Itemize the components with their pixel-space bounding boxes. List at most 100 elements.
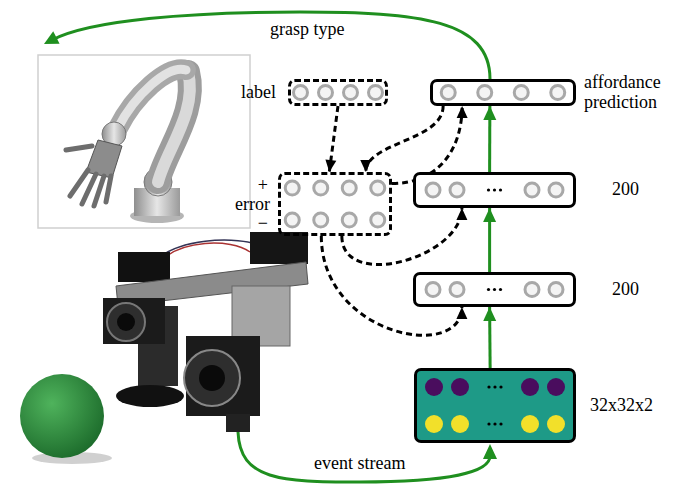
ellipsis-dot [487,188,490,191]
layer-label: − [258,214,268,234]
layer-box: affordance prediction [430,79,576,106]
training-box: +error− [278,172,392,236]
neuron [314,213,328,227]
ellipsis-dot [499,422,502,425]
input-layer: 32x32x2 [414,368,576,443]
ellipsis-dot [493,188,496,191]
connector-line [342,208,462,265]
arrow-head [457,106,468,118]
forward-arrow [483,307,496,368]
arrow-head [483,208,496,222]
robot-upper-arm-shine [158,72,190,182]
camera-body [103,298,165,344]
neuron [549,183,563,197]
layer-label: label [241,83,276,103]
neuron-row [413,172,576,208]
neuron [342,213,356,227]
ellipsis-dot [499,385,502,388]
arrow-head [44,31,60,44]
neuron [426,283,440,297]
robot-arm [66,69,190,223]
ellipsis-dot [499,288,502,291]
layer-label: 200 [612,180,639,200]
arrow-head [456,307,467,319]
training-box: label [288,79,388,106]
arrow-label: grasp type [268,20,346,40]
neuron [285,213,299,227]
robot-finger [94,176,104,206]
layer-label: error [235,195,270,215]
camera-board [250,232,308,264]
neuron [551,86,565,100]
neuron [369,86,383,100]
ellipsis-dot [487,385,490,388]
neuron [344,86,358,100]
neuron [549,283,563,297]
off-event-pixel [451,415,469,433]
wire [160,243,250,262]
neuron [342,181,356,195]
layer-label: 200 [612,280,639,300]
neuron [371,181,385,195]
robot-frame [38,55,250,228]
arrow-head [456,208,467,220]
robot-finger [106,176,111,202]
neuron [314,181,328,195]
layer-box: 200 [413,172,576,208]
ellipsis-dot [487,422,490,425]
arrow-head [483,444,497,459]
error-arrow [360,106,443,172]
neuron [371,213,385,227]
error-arrow [342,208,468,265]
on-event-pixel [547,378,565,396]
neuron [525,183,539,197]
ellipsis-dot [493,422,496,425]
off-event-pixel [521,415,539,433]
arrow-head [483,106,496,120]
robot-forearm-shine [118,69,186,128]
arrow-head [325,159,336,172]
layer-label: + [258,176,268,196]
neuron [426,183,440,197]
ellipsis-dot [493,385,496,388]
on-event-pixel [451,378,469,396]
neuron-row [430,79,576,106]
neuron [285,181,299,195]
robot-forearm [118,69,186,128]
neuron [441,86,455,100]
on-event-pixel [425,378,443,396]
robot-fingers [66,146,111,206]
on-event-pixel [521,378,539,396]
layer-label: affordance prediction [584,73,684,113]
robot-thumb [66,146,92,150]
forward-arrow [483,106,496,172]
arrow-head [483,307,496,321]
neuron-row [414,368,576,443]
neuron-row [278,172,392,236]
neuron-row [413,272,576,307]
neuron [319,86,333,100]
camera-board [118,252,170,282]
ellipsis-dot [499,188,502,191]
camera-stand [116,385,184,407]
robot-upper-arm [158,72,190,182]
camera-connector [226,414,250,432]
camera-lens-glass [199,365,225,391]
forward-arrow [483,208,496,272]
camera-lens-glass [117,313,135,331]
connector-line [366,106,443,172]
layer-label: 32x32x2 [590,396,653,416]
arrow-label: event stream [312,454,407,474]
neuron [294,86,308,100]
ellipsis-dot [493,288,496,291]
camera-lens [107,303,145,341]
neuron [450,283,464,297]
layer-box: 200 [413,272,576,307]
error-arrow [325,106,338,172]
neuron [450,183,464,197]
off-event-pixel [425,415,443,433]
ellipsis-dot [487,288,490,291]
